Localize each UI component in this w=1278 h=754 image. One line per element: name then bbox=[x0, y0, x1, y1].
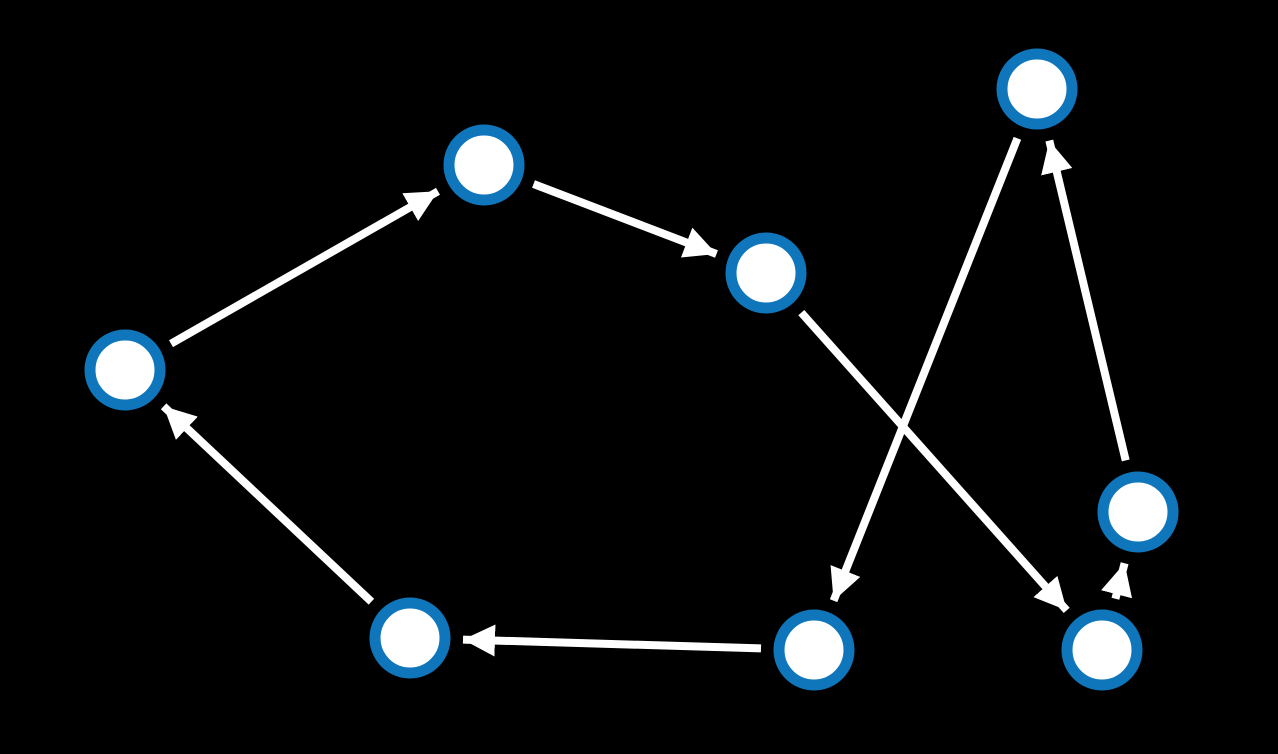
graph-edge-node-center-to-node-bottom-right bbox=[798, 309, 1070, 614]
graph-edge-node-right-to-node-top-right bbox=[1041, 139, 1130, 462]
graph-edge-node-left-to-node-upper-middle bbox=[169, 187, 440, 348]
graph-edge-node-bottom-right-to-node-right bbox=[1101, 562, 1133, 600]
graph-edge-node-top-right-to-node-bottom-middle bbox=[829, 136, 1022, 603]
graph-node-upper-middle bbox=[443, 124, 525, 206]
graph-node-top-right bbox=[996, 48, 1078, 130]
graph-node-bottom-left bbox=[369, 597, 451, 679]
graph-node-right bbox=[1097, 471, 1179, 553]
graph-edge-node-bottom-middle-to-node-bottom-left bbox=[462, 624, 762, 657]
graph-node-bottom-right bbox=[1061, 609, 1143, 691]
graph-node-bottom-middle bbox=[773, 609, 855, 691]
graph-node-left bbox=[84, 329, 166, 411]
graph-edge-node-upper-middle-to-node-center bbox=[532, 180, 718, 258]
graph-node-center bbox=[725, 232, 807, 314]
graph-edge-node-bottom-left-to-node-left bbox=[160, 403, 375, 605]
